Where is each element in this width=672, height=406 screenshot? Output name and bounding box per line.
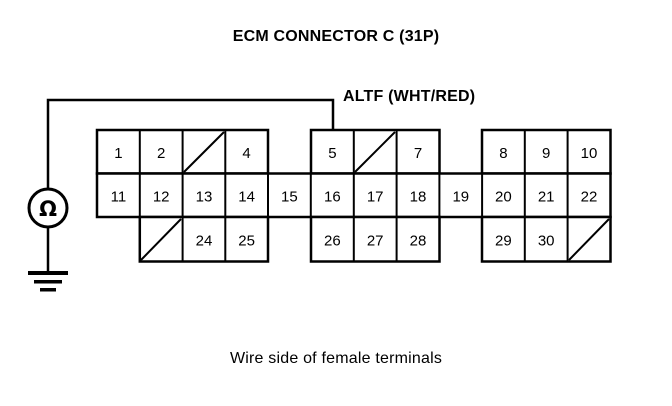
- ohmmeter-symbol: Ω: [27, 187, 69, 229]
- pin-label-20: 20: [495, 189, 512, 206]
- pin-label-12: 12: [153, 189, 170, 206]
- pin-label-16: 16: [324, 189, 341, 206]
- pin-label-28: 28: [410, 233, 427, 250]
- pin-label-13: 13: [196, 189, 213, 206]
- pin-label-30: 30: [538, 233, 555, 250]
- pin-label-29: 29: [495, 233, 512, 250]
- pin-label-8: 8: [499, 145, 507, 162]
- bottom-row-middle-block: [309, 215, 441, 263]
- pin-label-5: 5: [328, 145, 336, 162]
- pin-label-17: 17: [367, 189, 384, 206]
- blank-cell-diagonals: [140, 131, 610, 261]
- middle-row-dividers: [138, 173, 569, 217]
- page-title: ECM CONNECTOR C (31P): [232, 28, 440, 45]
- pin-label-2: 2: [157, 145, 165, 162]
- pin-label-9: 9: [542, 145, 550, 162]
- pin-label-18: 18: [410, 189, 427, 206]
- ohm-glyph: Ω: [39, 197, 57, 221]
- blank-diagonal-top-col3: [183, 131, 225, 173]
- blank-diagonal-bottom-col2: [140, 218, 182, 261]
- connector-grid: 1 2 4 5 7 8 9 10 11 12 13 14 15 16 17 18…: [95, 128, 612, 263]
- pin-label-24: 24: [196, 233, 213, 250]
- pin-label-22: 22: [581, 189, 598, 206]
- pin-label-25: 25: [238, 233, 255, 250]
- top-row-dividers: [138, 130, 569, 174]
- bottom-row-dividers: [181, 217, 569, 262]
- figure-caption: Wire side of female terminals: [229, 350, 443, 367]
- pin-label-7: 7: [414, 145, 422, 162]
- blank-diagonal-bottom-col12: [568, 218, 610, 261]
- cell-number-labels: 1 2 4 5 7 8 9 10 11 12 13 14 15 16 17 18…: [111, 145, 598, 250]
- wire-label-altf: ALTF (WHT/RED): [343, 88, 476, 105]
- pin-label-4: 4: [242, 145, 250, 162]
- pin-label-26: 26: [324, 233, 341, 250]
- pin-label-21: 21: [538, 189, 555, 206]
- pin-label-27: 27: [367, 233, 384, 250]
- pin-label-14: 14: [238, 189, 255, 206]
- ground-symbol: [28, 227, 68, 292]
- pin-label-15: 15: [281, 189, 298, 206]
- blank-diagonal-top-col7: [354, 131, 396, 173]
- pin-label-19: 19: [452, 189, 469, 206]
- test-lead-wire: [46, 98, 335, 188]
- pin-label-11: 11: [111, 189, 127, 206]
- pin-label-10: 10: [581, 145, 598, 162]
- pin-label-1: 1: [114, 145, 122, 162]
